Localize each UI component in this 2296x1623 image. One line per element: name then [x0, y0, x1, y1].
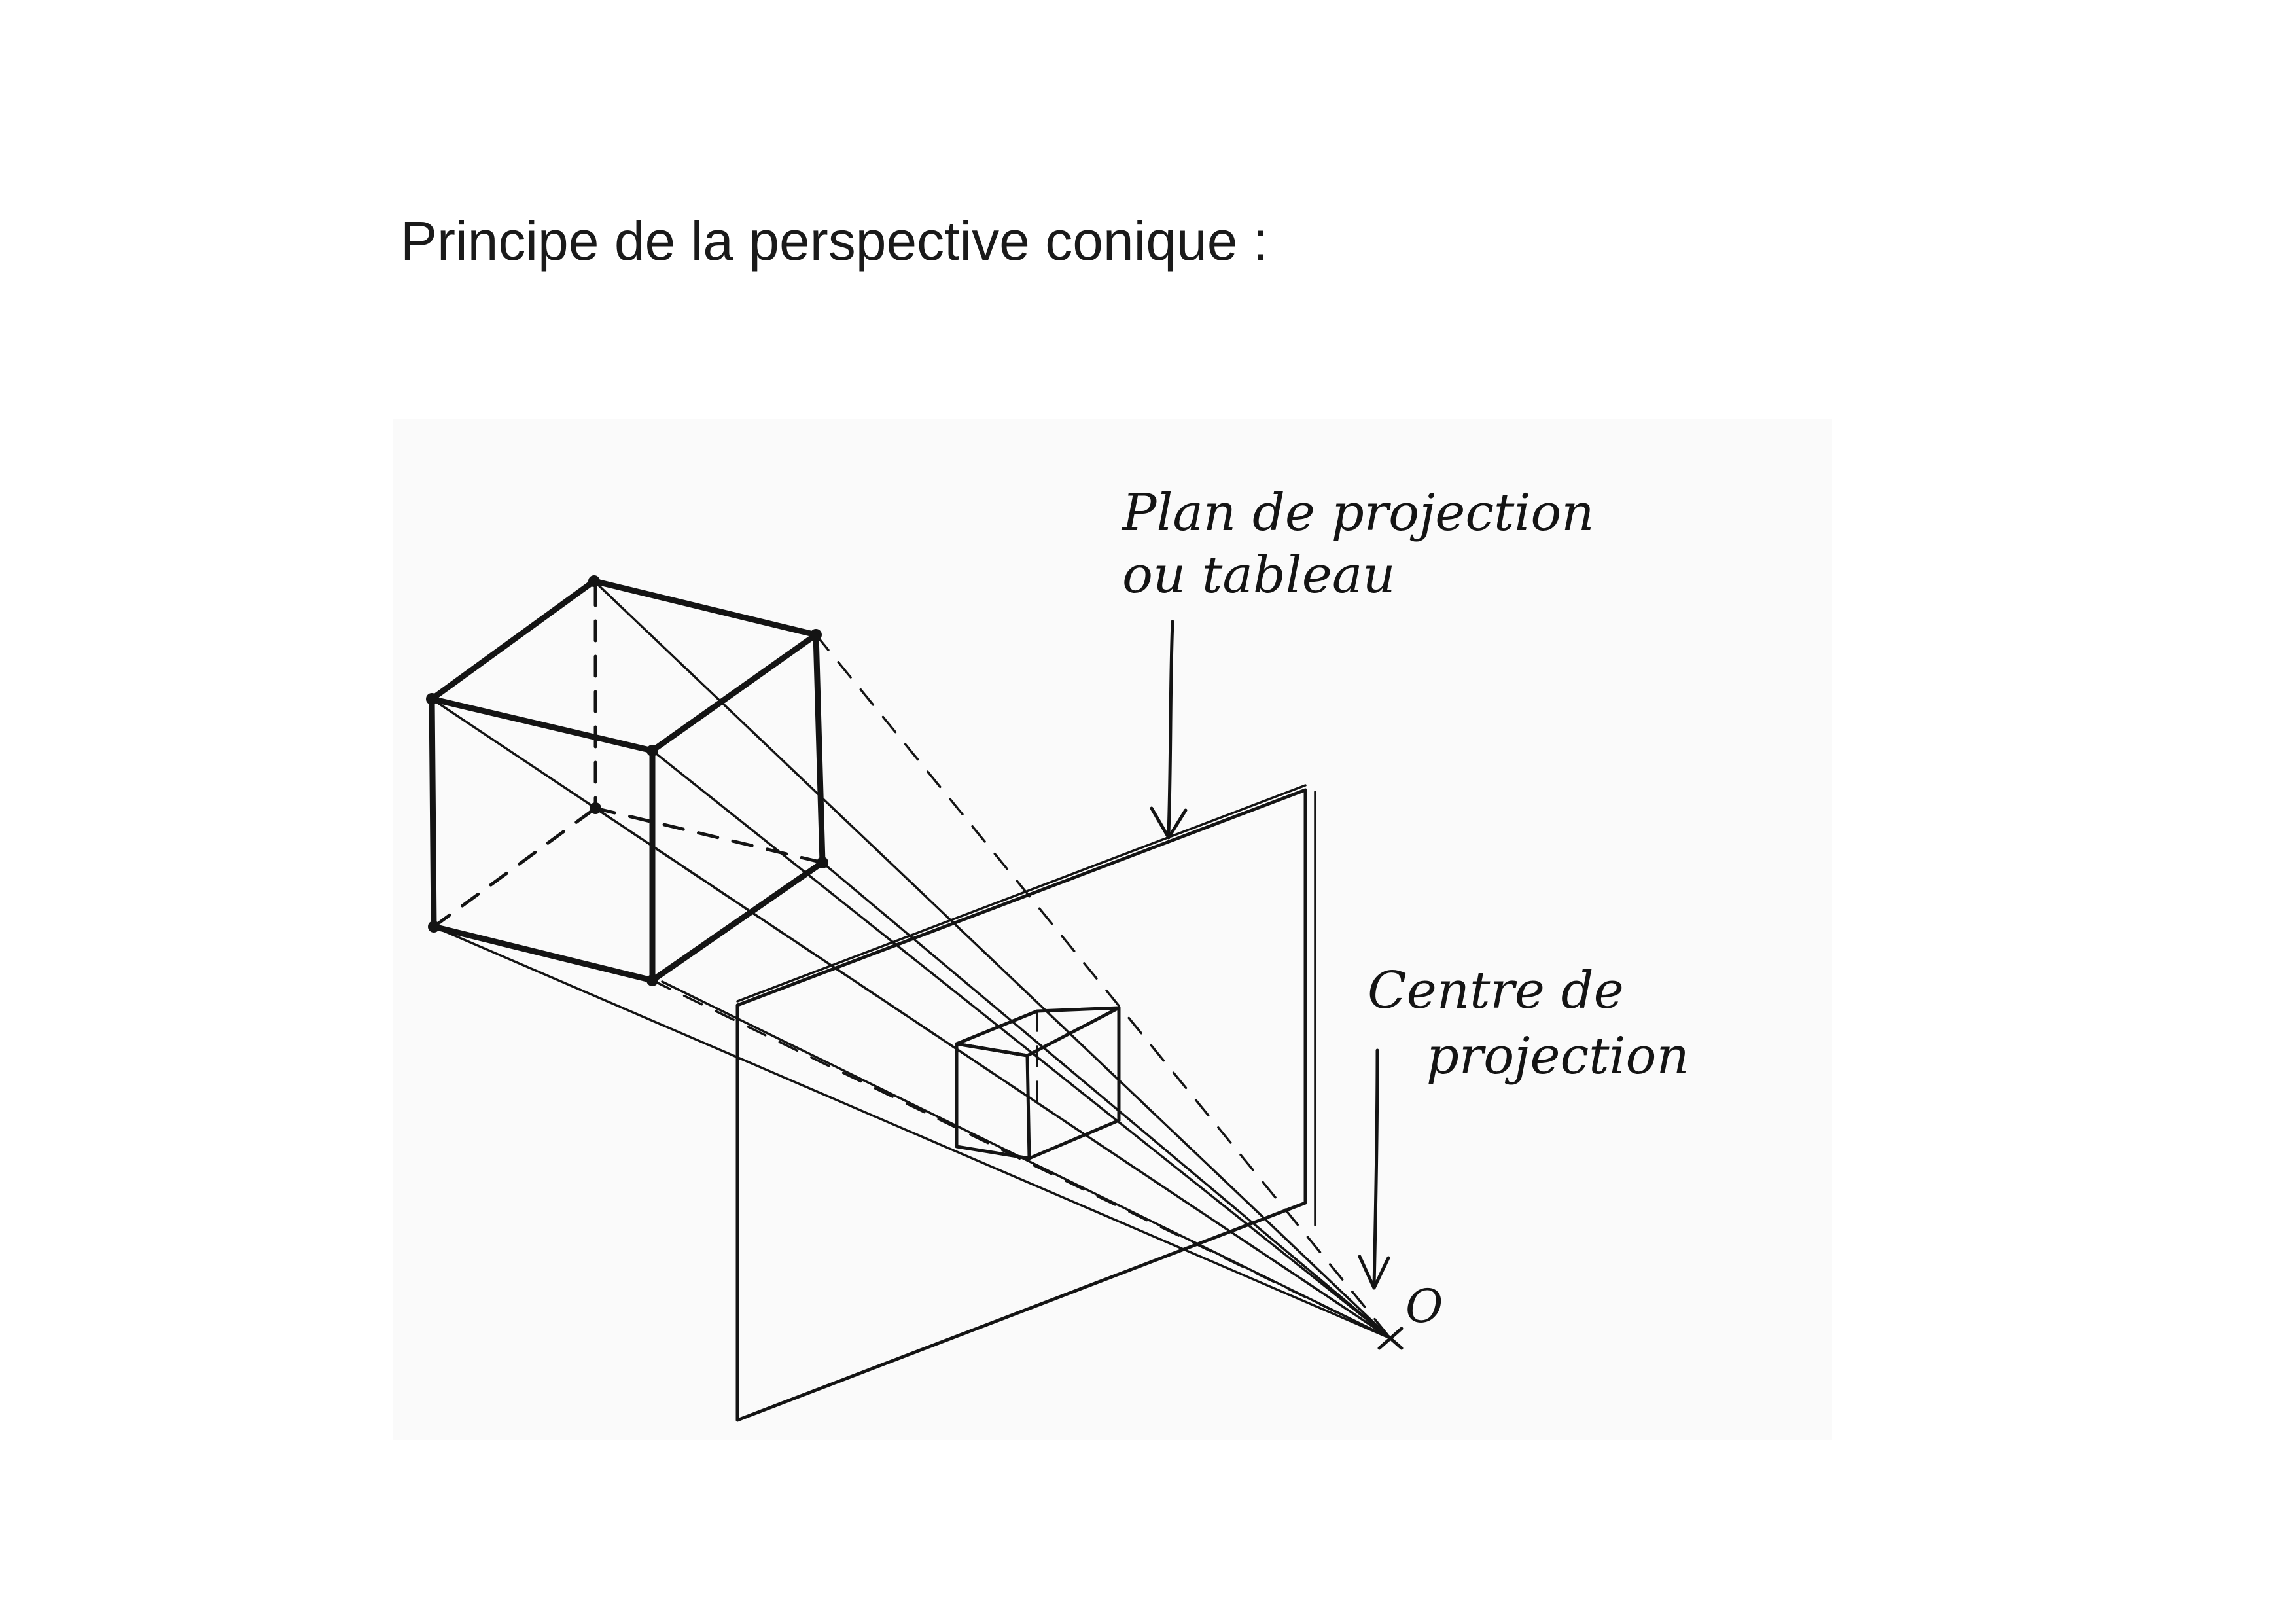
arrow-down-icon [1167, 620, 1174, 836]
arrow-down-icon [1358, 1255, 1390, 1290]
projection-ray [593, 580, 1392, 1340]
object-cube-hidden-edge [593, 806, 824, 865]
object-cube-edge [813, 632, 826, 866]
object-cube-hidden-edge [432, 806, 597, 929]
projection-ray [821, 861, 1392, 1340]
object-cube-top-face [429, 578, 819, 754]
plan-label-line1: Plan de projection [1121, 484, 1595, 543]
point-o-label: O [1405, 1279, 1443, 1333]
vertex [426, 693, 438, 705]
projection-ray [661, 980, 1392, 1340]
projection-plane-outline [735, 788, 1307, 1422]
object-cube-edge [429, 696, 437, 930]
projected-cube-front-face [955, 1042, 1031, 1160]
arrow-down-icon [1150, 806, 1188, 840]
vertex [588, 575, 600, 587]
vertex [428, 921, 440, 933]
handwritten-labels: Plan de projection ou tableau Centre de … [1121, 484, 1689, 1086]
object-cube-edge [431, 923, 656, 984]
projection-plane [735, 784, 1316, 1422]
cross-mark-icon [1377, 1327, 1404, 1350]
centre-of-projection: O [1377, 1279, 1443, 1350]
vertex [817, 857, 828, 868]
vertex [646, 745, 658, 757]
centre-label-line2: projection [1426, 1027, 1689, 1086]
page-title: Principe de la perspective conique : [400, 210, 1269, 272]
projection-ray [594, 807, 1392, 1340]
centre-label-line1: Centre de [1368, 961, 1624, 1020]
annotation-arrows [1150, 620, 1390, 1290]
projected-cube [955, 1006, 1121, 1160]
vertex [810, 629, 822, 641]
projection-ray [651, 749, 1392, 1340]
plan-label-line2: ou tableau [1122, 546, 1396, 605]
object-cube [426, 575, 828, 986]
object-cube-edge [649, 859, 826, 984]
vertex [646, 974, 658, 986]
projected-cube-edge [1027, 1118, 1121, 1160]
projection-ray [815, 633, 1392, 1340]
projection-ray [433, 925, 1392, 1340]
arrow-down-icon [1372, 1048, 1379, 1288]
vertex [590, 802, 601, 814]
